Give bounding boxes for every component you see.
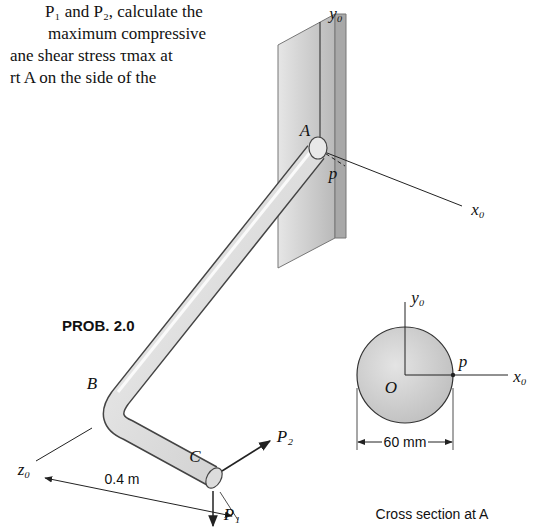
problem-text-holder: P₁ and P₂, calculate the [45,3,203,22]
dimension-label-holder: 0.4 m [102,470,141,488]
problem-text: P₁ and P₂, calculate the [45,2,203,21]
point-label: p [459,352,468,371]
axis-label: y₀ [329,4,342,23]
caption-text: Cross section at A [376,506,489,522]
point-label: p [329,164,338,183]
y-axis [320,22,321,150]
load-label-holder: P₂ [277,428,293,447]
problem-text: ane shear stress τmax at [10,46,173,65]
point-label-holder: C [189,448,200,467]
problem-text-holder: ane shear stress τmax at [10,47,173,66]
rod-end-a [309,137,327,159]
axis-label: x₀ [471,200,484,219]
point-label: O [385,378,397,397]
load-arrow [212,491,214,526]
y-axis [405,302,406,375]
load-label: P₁ [224,505,240,524]
load-label: P₂ [277,427,293,446]
load-arrow [222,441,270,471]
point-label-holder: p [329,165,338,184]
caption-text-holder: Cross section at A [376,505,489,523]
axis-label-holder: x₀ [471,201,484,220]
axis-label-holder: x₀ [513,368,526,387]
dimension-label: 0.4 m [102,471,141,487]
extension-line [453,388,454,450]
point-label: A [300,121,310,140]
load-label-holder: P₁ [224,506,240,525]
point-label: C [189,447,200,466]
extension-line [357,388,358,450]
axis-label: z₀ [18,460,31,479]
problem-text-holder: rt A on the side of the [10,69,156,88]
problem-text-holder: maximum compressive [48,25,206,44]
dimension-label: 60 mm [382,434,429,450]
point-label-holder: A [300,122,310,141]
crank-rod [114,152,316,476]
axis-label-holder: y₀ [411,289,424,308]
axis-label: x₀ [513,367,526,386]
x-axis [405,375,508,376]
wall-side [335,14,346,238]
rod-end-c [202,465,225,491]
crank-rod-outline [114,152,316,476]
axis-label-holder: y₀ [329,5,342,24]
point-p [451,373,455,377]
problem-text: rt A on the side of the [10,68,156,87]
point-label-holder: B [87,375,97,394]
point-label-holder: O [385,379,397,398]
rod-highlight [118,150,312,392]
dimension-label-holder: 60 mm [382,433,429,451]
point-label-holder: p [459,353,468,372]
z-axis [36,428,92,461]
problem-number: PROB. 2.0 [62,317,135,334]
point-label: B [87,374,97,393]
problem-text: maximum compressive [48,24,206,43]
axis-label-holder: z₀ [18,461,31,480]
problem-number-holder: PROB. 2.0 [62,317,135,335]
wall [278,14,335,268]
axis-label: y₀ [411,288,424,307]
x-axis [322,151,462,206]
